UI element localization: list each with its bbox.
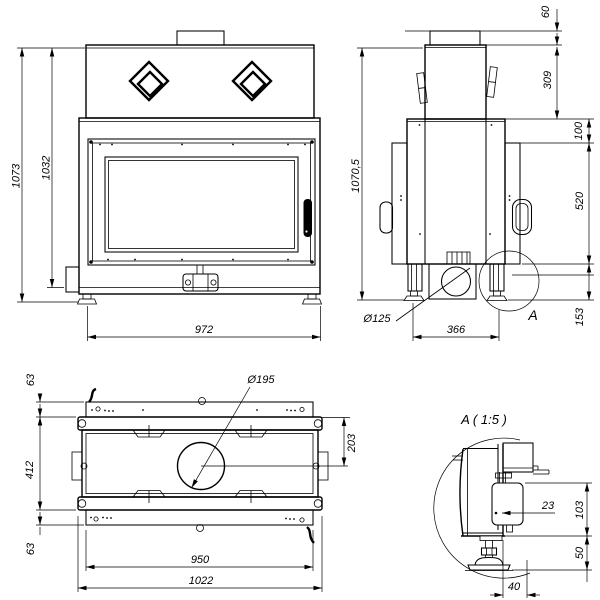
mid-body xyxy=(406,118,506,265)
dim-top-flange-bottom: 63 xyxy=(25,542,37,555)
dim-front-height-total: 1073 xyxy=(11,163,23,188)
vent-diamond-left xyxy=(128,60,170,102)
flange-top xyxy=(85,401,314,418)
damper-stack xyxy=(446,251,471,265)
top-view: 63 412 63 203 Ø195 950 1022 xyxy=(24,373,358,592)
dim-side-collar: 60 xyxy=(540,5,552,18)
vent-diamond-right xyxy=(231,60,273,102)
detail-view: A ( 1:5 ) xyxy=(433,412,592,598)
detail-boundary-arc xyxy=(433,437,531,579)
duct-leader-line xyxy=(395,267,471,322)
dim-detail-bracket-width: 23 xyxy=(541,500,555,512)
dim-detail-foot-height: 50 xyxy=(574,546,586,559)
dim-side-height-total: 1070,5 xyxy=(350,158,362,193)
dim-detail-foot-offset: 40 xyxy=(508,581,521,593)
top-dimensions: 63 412 63 203 Ø195 950 1022 xyxy=(24,373,358,592)
dim-side-gap: 100 xyxy=(573,121,585,140)
front-foot-right xyxy=(301,293,323,305)
side-view: 1070,5 60 309 100 520 153 Ø125 366 A xyxy=(350,5,594,341)
detail-dimensions: 23 103 50 40 xyxy=(490,482,592,598)
flange-bottom xyxy=(85,509,314,526)
label-side-duct-diameter: Ø125 xyxy=(363,313,392,325)
label-top-flue-diameter: Ø195 xyxy=(247,374,276,386)
clip-left xyxy=(71,451,83,481)
air-control-knob xyxy=(182,265,219,292)
frame-bar-bottom xyxy=(77,496,323,511)
flue-collar xyxy=(429,30,481,46)
side-leg-right xyxy=(486,263,508,301)
dim-front-height-body: 1032 xyxy=(41,156,53,180)
dim-side-panel: 520 xyxy=(574,191,586,210)
cable-top xyxy=(88,387,97,403)
duct-circle xyxy=(440,266,472,297)
dim-top-depth: 412 xyxy=(24,461,36,479)
dim-side-depth: 366 xyxy=(447,324,466,336)
side-panel-right xyxy=(504,142,521,265)
detail-bracket-box xyxy=(495,442,550,483)
front-dimensions: 1073 1032 972 xyxy=(11,47,321,341)
label-detail-marker: A xyxy=(527,307,537,323)
dim-front-width: 972 xyxy=(195,324,213,336)
door-glass xyxy=(104,156,299,253)
upper-duct-body xyxy=(424,44,487,120)
detail-latch-bracket xyxy=(491,482,524,533)
vent-tab-left xyxy=(416,72,428,104)
dim-top-width-inner: 950 xyxy=(191,554,210,566)
base-box xyxy=(428,263,477,300)
side-dimensions: 1070,5 60 309 100 520 153 Ø125 366 A xyxy=(350,5,594,341)
dim-top-flue-offset: 203 xyxy=(346,433,358,453)
handle-left xyxy=(379,201,394,234)
door-handle xyxy=(303,199,312,237)
detail-boundary-circle xyxy=(478,250,540,312)
door-frame xyxy=(87,138,316,266)
firebox-body xyxy=(78,117,321,295)
dim-detail-upper-height: 103 xyxy=(574,500,586,519)
body-outline xyxy=(81,429,319,498)
side-leg-left xyxy=(403,263,425,301)
dim-side-hood: 309 xyxy=(542,71,554,89)
label-detail-title: A ( 1:5 ) xyxy=(460,412,507,427)
side-duct-box xyxy=(65,266,80,293)
handle-right xyxy=(511,198,533,236)
dim-side-base: 153 xyxy=(574,307,586,326)
front-view: 1073 1032 972 xyxy=(11,30,323,341)
chimney-stub xyxy=(176,30,225,46)
dim-top-width-outer: 1022 xyxy=(189,575,213,587)
side-panel-left xyxy=(391,142,408,265)
frame-bar-top xyxy=(77,416,323,431)
leveling-foot xyxy=(465,535,513,571)
hood-panel xyxy=(85,44,315,119)
front-foot-left xyxy=(76,293,98,305)
vent-tab-right xyxy=(486,66,498,98)
dim-top-flange-top: 63 xyxy=(25,373,37,386)
